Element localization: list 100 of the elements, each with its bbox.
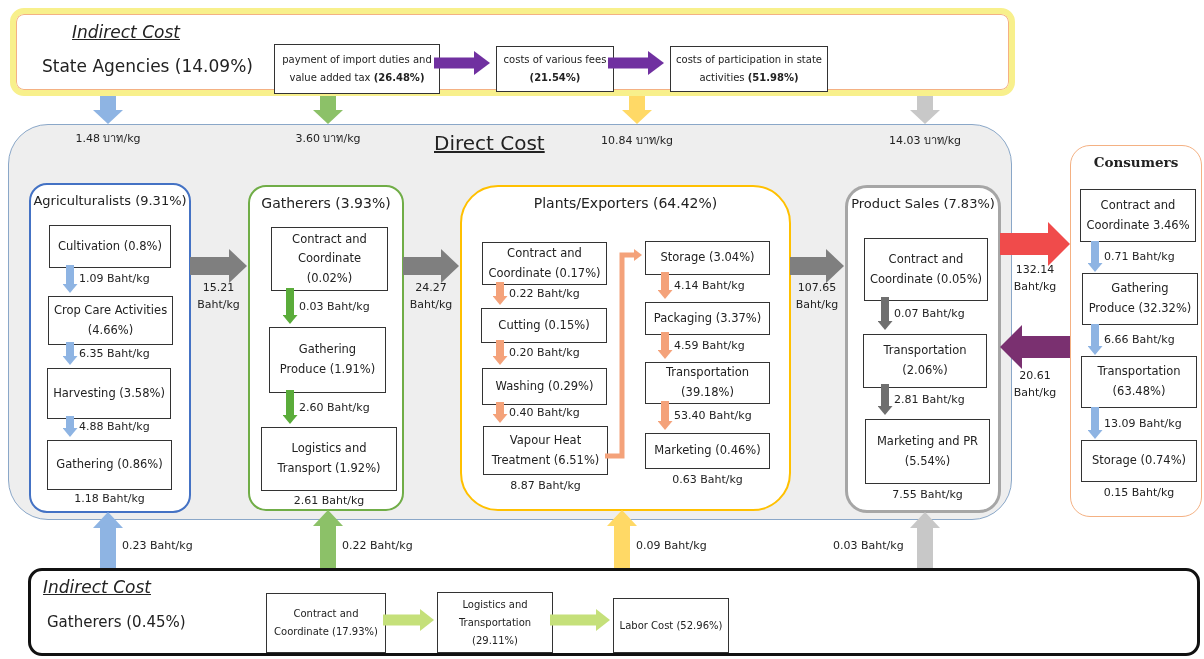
edge-label: 53.40 Baht/kg: [674, 408, 752, 424]
arrow: [607, 510, 637, 568]
arrow: [1000, 222, 1070, 266]
arrow: [877, 384, 893, 415]
arrow: [877, 297, 893, 330]
arrow: [492, 340, 508, 365]
rate-label: 7.55 Baht/kg: [891, 488, 964, 501]
arrow: [403, 249, 459, 283]
cost-box: costs of participation in state activities (51.98%): [670, 46, 828, 92]
edge-label: 20.61 Baht/kg: [1012, 368, 1058, 401]
arrow: [313, 510, 343, 568]
process-box: Cutting (0.15%): [481, 308, 607, 343]
arrow: [605, 249, 642, 459]
edge-label: 4.88 Baht/kg: [79, 419, 150, 435]
arrow: [492, 402, 508, 423]
cost-band: [10, 8, 1015, 96]
panel-title: Consumers: [1092, 154, 1180, 170]
process-box: Marketing and PR (5.54%): [865, 419, 990, 484]
arrow: [282, 390, 298, 424]
process-box: Gathering Produce (32.32%): [1082, 273, 1198, 325]
process-box: Transportation (63.48%): [1081, 356, 1197, 408]
process-box: Crop Care Activities (4.66%): [48, 296, 173, 345]
arrow: [383, 609, 434, 631]
edge-label: 13.09 Baht/kg: [1104, 416, 1182, 432]
arrow: [62, 342, 78, 365]
edge-label: 0.22 Baht/kg: [342, 538, 413, 554]
arrow: [608, 51, 664, 75]
edge-label: 0.09 Baht/kg: [636, 538, 707, 554]
edge-label: 0.03 Baht/kg: [833, 538, 904, 554]
edge-label: 0.22 Baht/kg: [509, 286, 580, 302]
arrow: [62, 265, 78, 293]
arrow: [93, 96, 123, 124]
edge-label: 6.35 Baht/kg: [79, 346, 150, 362]
edge-label: 14.03 บาท/kg: [887, 133, 962, 149]
process-box: Marketing (0.46%): [645, 433, 770, 469]
edge-label: 0.71 Baht/kg: [1104, 249, 1175, 265]
edge-label: 4.14 Baht/kg: [674, 278, 745, 294]
process-box: Gathering Produce (1.91%): [269, 327, 386, 393]
process-box: Harvesting (3.58%): [47, 368, 171, 419]
edge-label: 0.03 Baht/kg: [299, 299, 370, 315]
edge-label: 107.65 Baht/kg: [794, 280, 840, 313]
edge-label: 24.27 Baht/kg: [408, 280, 454, 313]
edge-label: 0.23 Baht/kg: [122, 538, 193, 554]
process-box: Gathering (0.86%): [47, 440, 172, 490]
cost-band: [28, 568, 1200, 656]
arrow: [1000, 325, 1070, 369]
edge-label: 10.84 บาท/kg: [599, 133, 674, 149]
edge-label: 15.21 Baht/kg: [196, 280, 241, 313]
section-heading: Indirect Cost: [72, 22, 180, 42]
process-box: Contract and Coordinate 3.46%: [1080, 189, 1196, 242]
rate-label: 2.61 Baht/kg: [292, 494, 366, 507]
process-box: Washing (0.29%): [482, 368, 607, 405]
section-heading: Indirect Cost: [43, 577, 151, 597]
process-box: Contract and Coordinate (0.17%): [482, 242, 607, 285]
arrow: [657, 272, 673, 299]
process-box: Vapour Heat Treatment (6.51%): [483, 426, 608, 475]
panel-title: Plants/Exporters (64.42%): [532, 195, 719, 211]
edge-label: 2.60 Baht/kg: [299, 400, 370, 416]
cost-box: Contract and Coordinate (17.93%): [266, 593, 386, 653]
section-heading: Direct Cost: [434, 131, 545, 155]
edge-label: 0.40 Baht/kg: [509, 405, 580, 421]
process-box: Packaging (3.37%): [645, 302, 770, 335]
edge-label: 0.07 Baht/kg: [894, 306, 965, 322]
edge-label: 0.20 Baht/kg: [509, 345, 580, 361]
stage-panel: [460, 185, 791, 511]
process-box: Logistics and Transport (1.92%): [261, 427, 397, 491]
arrow: [910, 96, 940, 124]
arrow: [550, 609, 610, 631]
stage-panel: [1070, 145, 1202, 517]
panel-title: Agriculturalists (9.31%): [32, 193, 188, 208]
stage-panel: [248, 185, 404, 511]
edge-label: 2.81 Baht/kg: [894, 392, 965, 408]
arrow: [657, 401, 673, 430]
arrow: [1087, 324, 1103, 355]
arrow: [657, 332, 673, 359]
process-box: Storage (3.04%): [645, 241, 770, 275]
process-box: Transportation (2.06%): [863, 334, 987, 388]
cost-box: payment of import duties and value added tax (26.48%): [274, 44, 440, 94]
arrow: [622, 96, 652, 124]
rate-label: 0.15 Baht/kg: [1102, 486, 1176, 499]
arrow: [910, 512, 940, 568]
arrow: [492, 282, 508, 305]
edge-label: 1.48 บาท/kg: [74, 131, 142, 147]
arrow: [282, 288, 298, 324]
cost-box: Logistics and Transportation (29.11%): [437, 592, 553, 653]
edge-label: 1.09 Baht/kg: [79, 271, 150, 287]
rate-label: 8.87 Baht/kg: [509, 479, 582, 492]
process-box: Transportation (39.18%): [645, 362, 770, 404]
band-title: Gatherers (0.45%): [47, 613, 186, 631]
arrow: [190, 249, 247, 283]
edge-label: 4.59 Baht/kg: [674, 338, 745, 354]
process-box: Contract and Coordinate (0.02%): [271, 227, 388, 291]
arrow: [313, 96, 343, 124]
arrow: [1087, 407, 1103, 439]
panel-title: Product Sales (7.83%): [850, 196, 996, 211]
cost-box: costs of various fees (21.54%): [496, 46, 614, 92]
process-box: Storage (0.74%): [1081, 440, 1197, 482]
arrow: [1087, 241, 1103, 272]
edge-label: 132.14 Baht/kg: [1012, 262, 1058, 295]
stage-panel: [845, 185, 1001, 513]
